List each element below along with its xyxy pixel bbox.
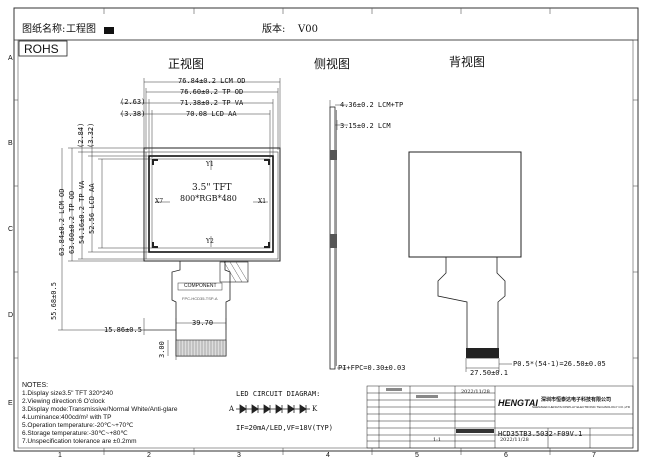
- version-value: V00: [298, 24, 318, 35]
- back-panel: [408, 151, 522, 258]
- note-item: 5.Operation temperature:-20℃~+70℃: [22, 422, 134, 429]
- grid-col-7: 7: [592, 452, 596, 459]
- grid-col-2: 2: [147, 452, 151, 459]
- led-cathode: K: [312, 405, 318, 413]
- dim-v-lcd-aa: 52.56 LCD AA: [88, 183, 96, 234]
- screen-y1: Y1: [206, 161, 214, 168]
- note-item: 1.Display size3.5" TFT 320*240: [22, 390, 113, 397]
- screen-resolution: 800*RGB*480: [180, 194, 237, 203]
- dim-lcm-tp: 4.36±0.2 LCM+TP: [340, 101, 404, 109]
- dim-pitch: P0.5*(54-1)=26.50±0.05: [513, 360, 606, 368]
- rohs-label: ROHS: [24, 42, 59, 56]
- drawing-name-redacted: [104, 27, 114, 34]
- grid-col-6: 6: [504, 452, 508, 459]
- dim-left-offset-2: (3.38): [120, 110, 146, 118]
- grid-row-b: B: [8, 140, 13, 147]
- fpc-component-label: COMPONENT: [184, 283, 217, 289]
- drawing-name-value: 工程图: [66, 24, 96, 35]
- grid-col-5: 5: [415, 452, 419, 459]
- dim-back-width: 27.50±0.1: [470, 369, 508, 377]
- dim-fpc-thickness: PI+FPC=0.30±0.03: [338, 364, 406, 372]
- front-view-title: 正视图: [168, 57, 205, 71]
- tb-date-2: 2022/11/28: [500, 437, 529, 443]
- back-view-title: 背视图: [449, 55, 486, 69]
- screen-x1: X1: [258, 198, 267, 205]
- note-item: 6.Storage temperature:-30℃~+80℃: [22, 430, 128, 437]
- dim-v-tp-od: 63.60±0.2 TP OD: [68, 190, 76, 254]
- dim-fpc-offset: 15.86±0.5: [104, 326, 142, 334]
- dim-lcm-od: 76.84±0.2 LCM OD: [178, 77, 246, 85]
- drawing-name-label: 图纸名称:: [22, 24, 66, 35]
- grid-col-4: 4: [326, 452, 330, 459]
- dim-v-offset-1: (2.84): [77, 122, 85, 148]
- dim-lcm: 3.15±0.2 LCM: [340, 122, 391, 130]
- screen-x7: X7: [155, 198, 164, 205]
- grid-row-c: C: [8, 226, 14, 233]
- screen-size: 3.5" TFT: [192, 183, 232, 193]
- led-spec: IF=20mA/LED,VF=18V(TYP): [236, 424, 333, 432]
- dim-lcd-aa: 70.08 LCD AA: [186, 110, 237, 118]
- fpc-part-label: FPC-HCD35-TSP-A: [182, 296, 218, 301]
- title-block: [366, 385, 634, 449]
- dim-tp-od: 76.60±0.2 TP OD: [180, 88, 244, 96]
- notes-title: NOTES:: [22, 382, 49, 389]
- company-name-cn: 深圳市恒泰达电子科技有限公司: [541, 397, 612, 403]
- dim-fpc-width: 39.70: [192, 319, 214, 327]
- grid-row-e: E: [8, 400, 13, 407]
- grid-row-d: D: [8, 312, 14, 319]
- dim-tp-va: 71.38±0.2 TP VA: [180, 99, 244, 107]
- part-number: HCD35TB3.5032-F09V.1: [498, 430, 583, 438]
- version-label: 版本:: [262, 24, 286, 35]
- note-item: 2.Viewing direction:6 O'clock: [22, 398, 105, 405]
- dim-v-tp-va: 54.16±0.2 TP VA: [78, 180, 86, 244]
- active-area: [148, 155, 274, 253]
- company-name-en: SHENZHEN HENGTAI DISPLAY ELECTRONIC TECH…: [532, 405, 631, 409]
- dim-v-offset-2: (3.32): [87, 122, 95, 148]
- grid-col-3: 3: [237, 452, 241, 459]
- company-logo: HENGTAI: [498, 398, 538, 408]
- dim-total-height: 55.68±0.5: [50, 282, 58, 320]
- rohs-box: [18, 40, 68, 57]
- led-anode: A: [229, 405, 235, 413]
- notes-block: NOTES: 1.Display size3.5" TFT 320*240 2.…: [22, 382, 177, 446]
- note-item: 7.Unspecification tolerance are ±0.2mm: [22, 438, 137, 445]
- side-view-title: 侧视图: [314, 57, 351, 71]
- dim-fpc-small: 3.00: [158, 341, 166, 358]
- led-title: LED CIRCUIT DIAGRAM:: [236, 390, 321, 398]
- lcm-outline: [143, 147, 281, 262]
- dim-left-offset-1: (2.63): [120, 98, 146, 106]
- note-item: 3.Display mode:Transmissive/Normal White…: [22, 406, 178, 413]
- tb-scale: 1:1: [433, 437, 442, 443]
- dim-v-lcm-od: 63.84±0.2 LCM OD: [58, 188, 66, 256]
- screen-y2: Y2: [206, 238, 214, 245]
- tb-date: 2022/11/28: [461, 389, 490, 395]
- grid-row-a: A: [8, 55, 13, 62]
- note-item: 4.Luminance:400cd/m² with TP: [22, 414, 112, 421]
- grid-col-1: 1: [58, 452, 62, 459]
